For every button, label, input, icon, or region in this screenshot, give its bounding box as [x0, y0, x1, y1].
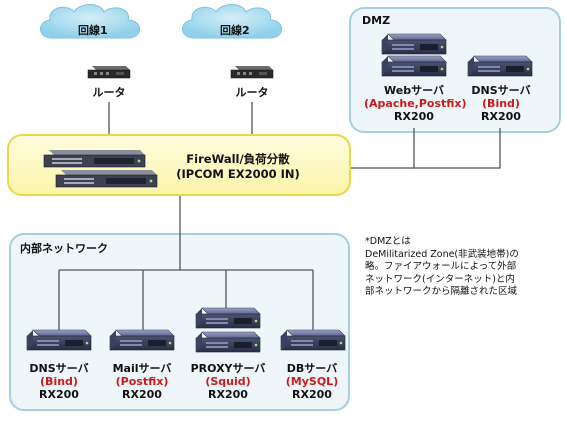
router-2-icon	[230, 65, 274, 79]
proxy-server-icon	[195, 307, 261, 329]
dmz-title: DMZ	[362, 14, 391, 27]
cloud-label-line2: 回線2	[220, 24, 250, 37]
note-line: DeMilitarized Zone(非武装地帯)の	[365, 248, 519, 260]
note-line: 部ネットワークから隔離された区域	[365, 286, 518, 297]
web-server-software: (Apache,Postfix)	[364, 97, 467, 110]
router-2-label: ルータ	[235, 86, 269, 99]
web-server-label: Webサーバ (Apache,Postfix) RX200	[364, 84, 467, 123]
mail-server-name: Mailサーバ	[112, 362, 172, 375]
note-line: 略。ファイアウォールによって外部	[365, 261, 517, 272]
connection-lines	[58, 102, 501, 330]
note-line: ネットワーク(インターネット)と内	[365, 273, 515, 285]
dmz-dns-server-name: DNSサーバ	[471, 84, 531, 97]
mail-server-model: RX200	[122, 388, 162, 401]
router-1-icon	[87, 65, 131, 79]
firewall-unit-1-icon	[43, 149, 146, 168]
proxy-server-label: PROXYサーバ (Squid) RX200	[182, 362, 274, 401]
firewall-unit-2-icon	[55, 169, 158, 188]
db-server-software: (MySQL)	[285, 375, 339, 388]
db-server-icon	[280, 329, 346, 351]
web-server-model: RX200	[394, 110, 434, 123]
mail-server-label: Mailサーバ (Postfix) RX200	[100, 362, 184, 401]
firewall-model: (IPCOM EX2000 IN)	[176, 167, 300, 181]
internal-dns-server-icon	[26, 329, 92, 351]
cloud-line2	[182, 4, 282, 39]
proxy-server-model: RX200	[208, 388, 248, 401]
db-server-name: DBサーバ	[286, 362, 338, 375]
internal-dns-server-label: DNSサーバ (Bind) RX200	[20, 362, 98, 401]
router-1-label: ルータ	[92, 86, 126, 99]
internal-dns-server-model: RX200	[39, 388, 79, 401]
web-server-icon	[381, 33, 447, 55]
dmz-dns-server-software: (Bind)	[482, 97, 520, 110]
dmz-note: *DMZとは DeMilitarized Zone(非武装地帯)の 略。ファイア…	[365, 236, 565, 299]
internal-dns-server-name: DNSサーバ	[29, 362, 89, 375]
mail-server-icon	[109, 329, 175, 351]
firewall-label: FireWall/負荷分散 (IPCOM EX2000 IN)	[172, 152, 304, 182]
internal-network-title: 内部ネットワーク	[20, 242, 108, 255]
web-server-name: Webサーバ	[384, 84, 444, 97]
firewall-title: FireWall/負荷分散	[186, 152, 290, 166]
cloud-label-line1: 回線1	[78, 24, 108, 37]
internal-dns-server-software: (Bind)	[40, 375, 78, 388]
proxy-server-icon	[195, 331, 261, 353]
cloud-line1	[40, 4, 140, 39]
dmz-dns-server-model: RX200	[481, 110, 521, 123]
proxy-server-software: (Squid)	[205, 375, 251, 388]
proxy-server-name: PROXYサーバ	[190, 362, 266, 375]
db-server-label: DBサーバ (MySQL) RX200	[272, 362, 352, 401]
db-server-model: RX200	[292, 388, 332, 401]
dmz-dns-server-icon	[467, 55, 533, 77]
web-server-icon	[381, 55, 447, 77]
mail-server-software: (Postfix)	[115, 375, 169, 388]
dmz-dns-server-label: DNSサーバ (Bind) RX200	[470, 84, 532, 123]
note-line: *DMZとは	[365, 236, 411, 247]
